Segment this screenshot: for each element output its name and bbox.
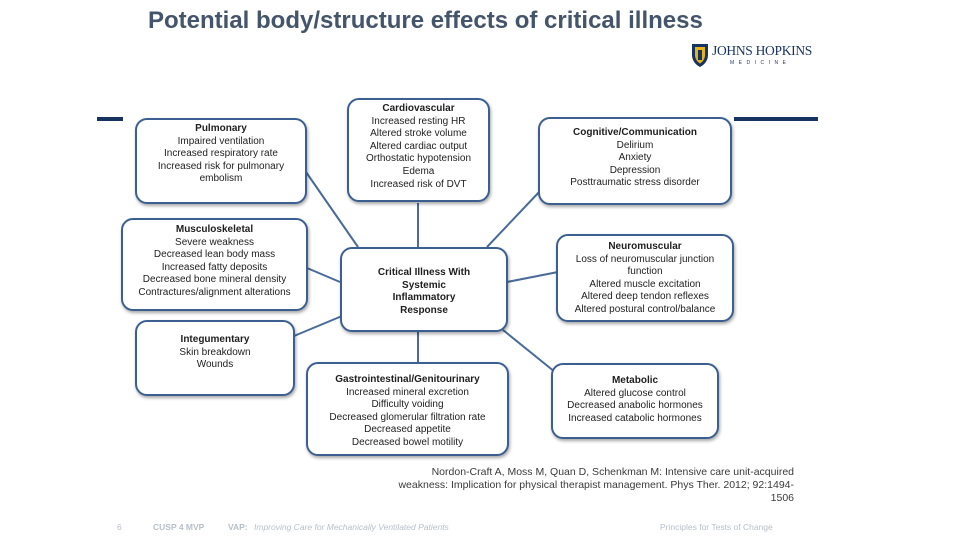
citation-line: weakness: Implication for physical thera… (398, 479, 794, 491)
pulmonary-item: embolism (199, 173, 243, 185)
citation-reference: Nordon-Craft A, Moss M, Quan D, Schenkma… (334, 466, 794, 505)
integumentary-heading: Integumentary (180, 334, 250, 345)
shield-icon (692, 44, 708, 67)
footer-page-number: 6 (117, 522, 122, 532)
connector-pulmonary (305, 171, 359, 248)
neuromuscular-item: Altered postural control/balance (574, 303, 716, 315)
footer-right-text: Principles for Tests of Change (660, 522, 773, 532)
cardiovascular-heading: Cardiovascular (382, 103, 455, 114)
cognitive-item: Depression (609, 164, 661, 176)
gastrointestinal-item: Difficulty voiding (371, 399, 444, 411)
center-line: Critical Illness With (377, 267, 471, 278)
cardiovascular-box: Cardiovascular Increased resting HR Alte… (347, 98, 490, 202)
cardiovascular-item: Increased risk of DVT (370, 178, 467, 190)
cognitive-item: Delirium (616, 139, 654, 151)
cognitive-item: Anxiety (618, 152, 652, 164)
slide-footer: 6 CUSP 4 MVP VAP: Improving Care for Mec… (0, 521, 960, 535)
neuromuscular-item: Altered deep tendon reflexes (581, 291, 709, 303)
metabolic-item: Increased catabolic hormones (568, 412, 702, 424)
connector-neuromuscular (506, 271, 559, 283)
slide-title: Potential body/structure effects of crit… (148, 7, 703, 34)
center-line: Systemic (402, 279, 446, 291)
musculoskeletal-item: Decreased lean body mass (153, 249, 276, 261)
musculoskeletal-item: Severe weakness (175, 236, 254, 248)
connector-musculoskeletal (306, 267, 341, 283)
center-line: Response (400, 304, 448, 316)
musculoskeletal-item: Decreased bone mineral density (142, 274, 287, 286)
cardiovascular-item: Orthostatic hypotension (365, 153, 472, 165)
neuromuscular-item: function (627, 266, 663, 278)
gastrointestinal-item: Decreased appetite (364, 424, 451, 436)
logo-wordmark: JOHNS HOPKINS (712, 43, 812, 58)
pulmonary-item: Impaired ventilation (177, 135, 265, 147)
musculoskeletal-box: Musculoskeletal Severe weakness Decrease… (121, 218, 308, 311)
gastrointestinal-heading: Gastrointestinal/Genitourinary (335, 374, 480, 385)
cardiovascular-item: Altered cardiac output (369, 140, 468, 152)
footer-topic: Improving Care for Mechanically Ventilat… (254, 522, 449, 532)
metabolic-item: Decreased anabolic hormones (567, 400, 703, 412)
gastrointestinal-genitourinary-box: Gastrointestinal/Genitourinary Increased… (306, 362, 509, 456)
gastrointestinal-item: Decreased bowel motility (351, 436, 464, 448)
metabolic-item: Altered glucose control (584, 387, 686, 399)
footer-program: CUSP 4 MVP (153, 522, 205, 532)
cardiovascular-item: Altered stroke volume (370, 128, 467, 140)
pulmonary-box: Pulmonary Impaired ventilation Increased… (135, 118, 307, 204)
connector-cognitive (486, 189, 542, 248)
header-rule-left (97, 117, 123, 121)
footer-topic-label: VAP: (228, 522, 248, 532)
pulmonary-item: Increased risk for pulmonary (157, 160, 285, 172)
cardiovascular-item: Edema (402, 165, 435, 177)
musculoskeletal-item: Contractures/alignment alterations (138, 286, 291, 298)
cognitive-communication-box: Cognitive/Communication Delirium Anxiety… (538, 117, 732, 205)
critical-illness-center-box: Critical Illness With Systemic Inflammat… (340, 247, 508, 332)
gastrointestinal-item: Increased mineral excretion (346, 386, 469, 398)
center-line: Inflammatory (392, 292, 456, 304)
integumentary-box: Integumentary Skin breakdown Wounds (135, 320, 295, 396)
integumentary-item: Skin breakdown (179, 346, 251, 358)
citation-line: Nordon-Craft A, Moss M, Quan D, Schenkma… (431, 466, 794, 478)
neuromuscular-item: Altered muscle excitation (589, 278, 701, 290)
gastrointestinal-item: Decreased glomerular filtration rate (329, 411, 486, 423)
citation-line: 1506 (770, 492, 794, 504)
neuromuscular-heading: Neuromuscular (608, 241, 682, 252)
pulmonary-item: Increased respiratory rate (164, 148, 278, 160)
neuromuscular-item: Loss of neuromuscular junction (575, 253, 715, 265)
cardiovascular-item: Increased resting HR (371, 115, 466, 127)
integumentary-item: Wounds (196, 359, 234, 371)
header-rule-right (734, 117, 818, 121)
pulmonary-heading: Pulmonary (195, 123, 247, 134)
metabolic-heading: Metabolic (611, 375, 659, 386)
musculoskeletal-item: Increased fatty deposits (161, 261, 268, 273)
cognitive-heading: Cognitive/Communication (573, 127, 697, 138)
metabolic-box: Metabolic Altered glucose control Decrea… (551, 363, 719, 439)
neuromuscular-box: Neuromuscular Loss of neuromuscular junc… (556, 234, 734, 322)
johns-hopkins-logo: JOHNS HOPKINS MEDICINE (690, 40, 812, 72)
musculoskeletal-heading: Musculoskeletal (175, 224, 254, 235)
logo-subtitle: MEDICINE (730, 60, 791, 66)
connector-metabolic (502, 329, 556, 373)
connector-integumentary (293, 315, 343, 337)
cognitive-item: Posttraumatic stress disorder (570, 177, 700, 189)
